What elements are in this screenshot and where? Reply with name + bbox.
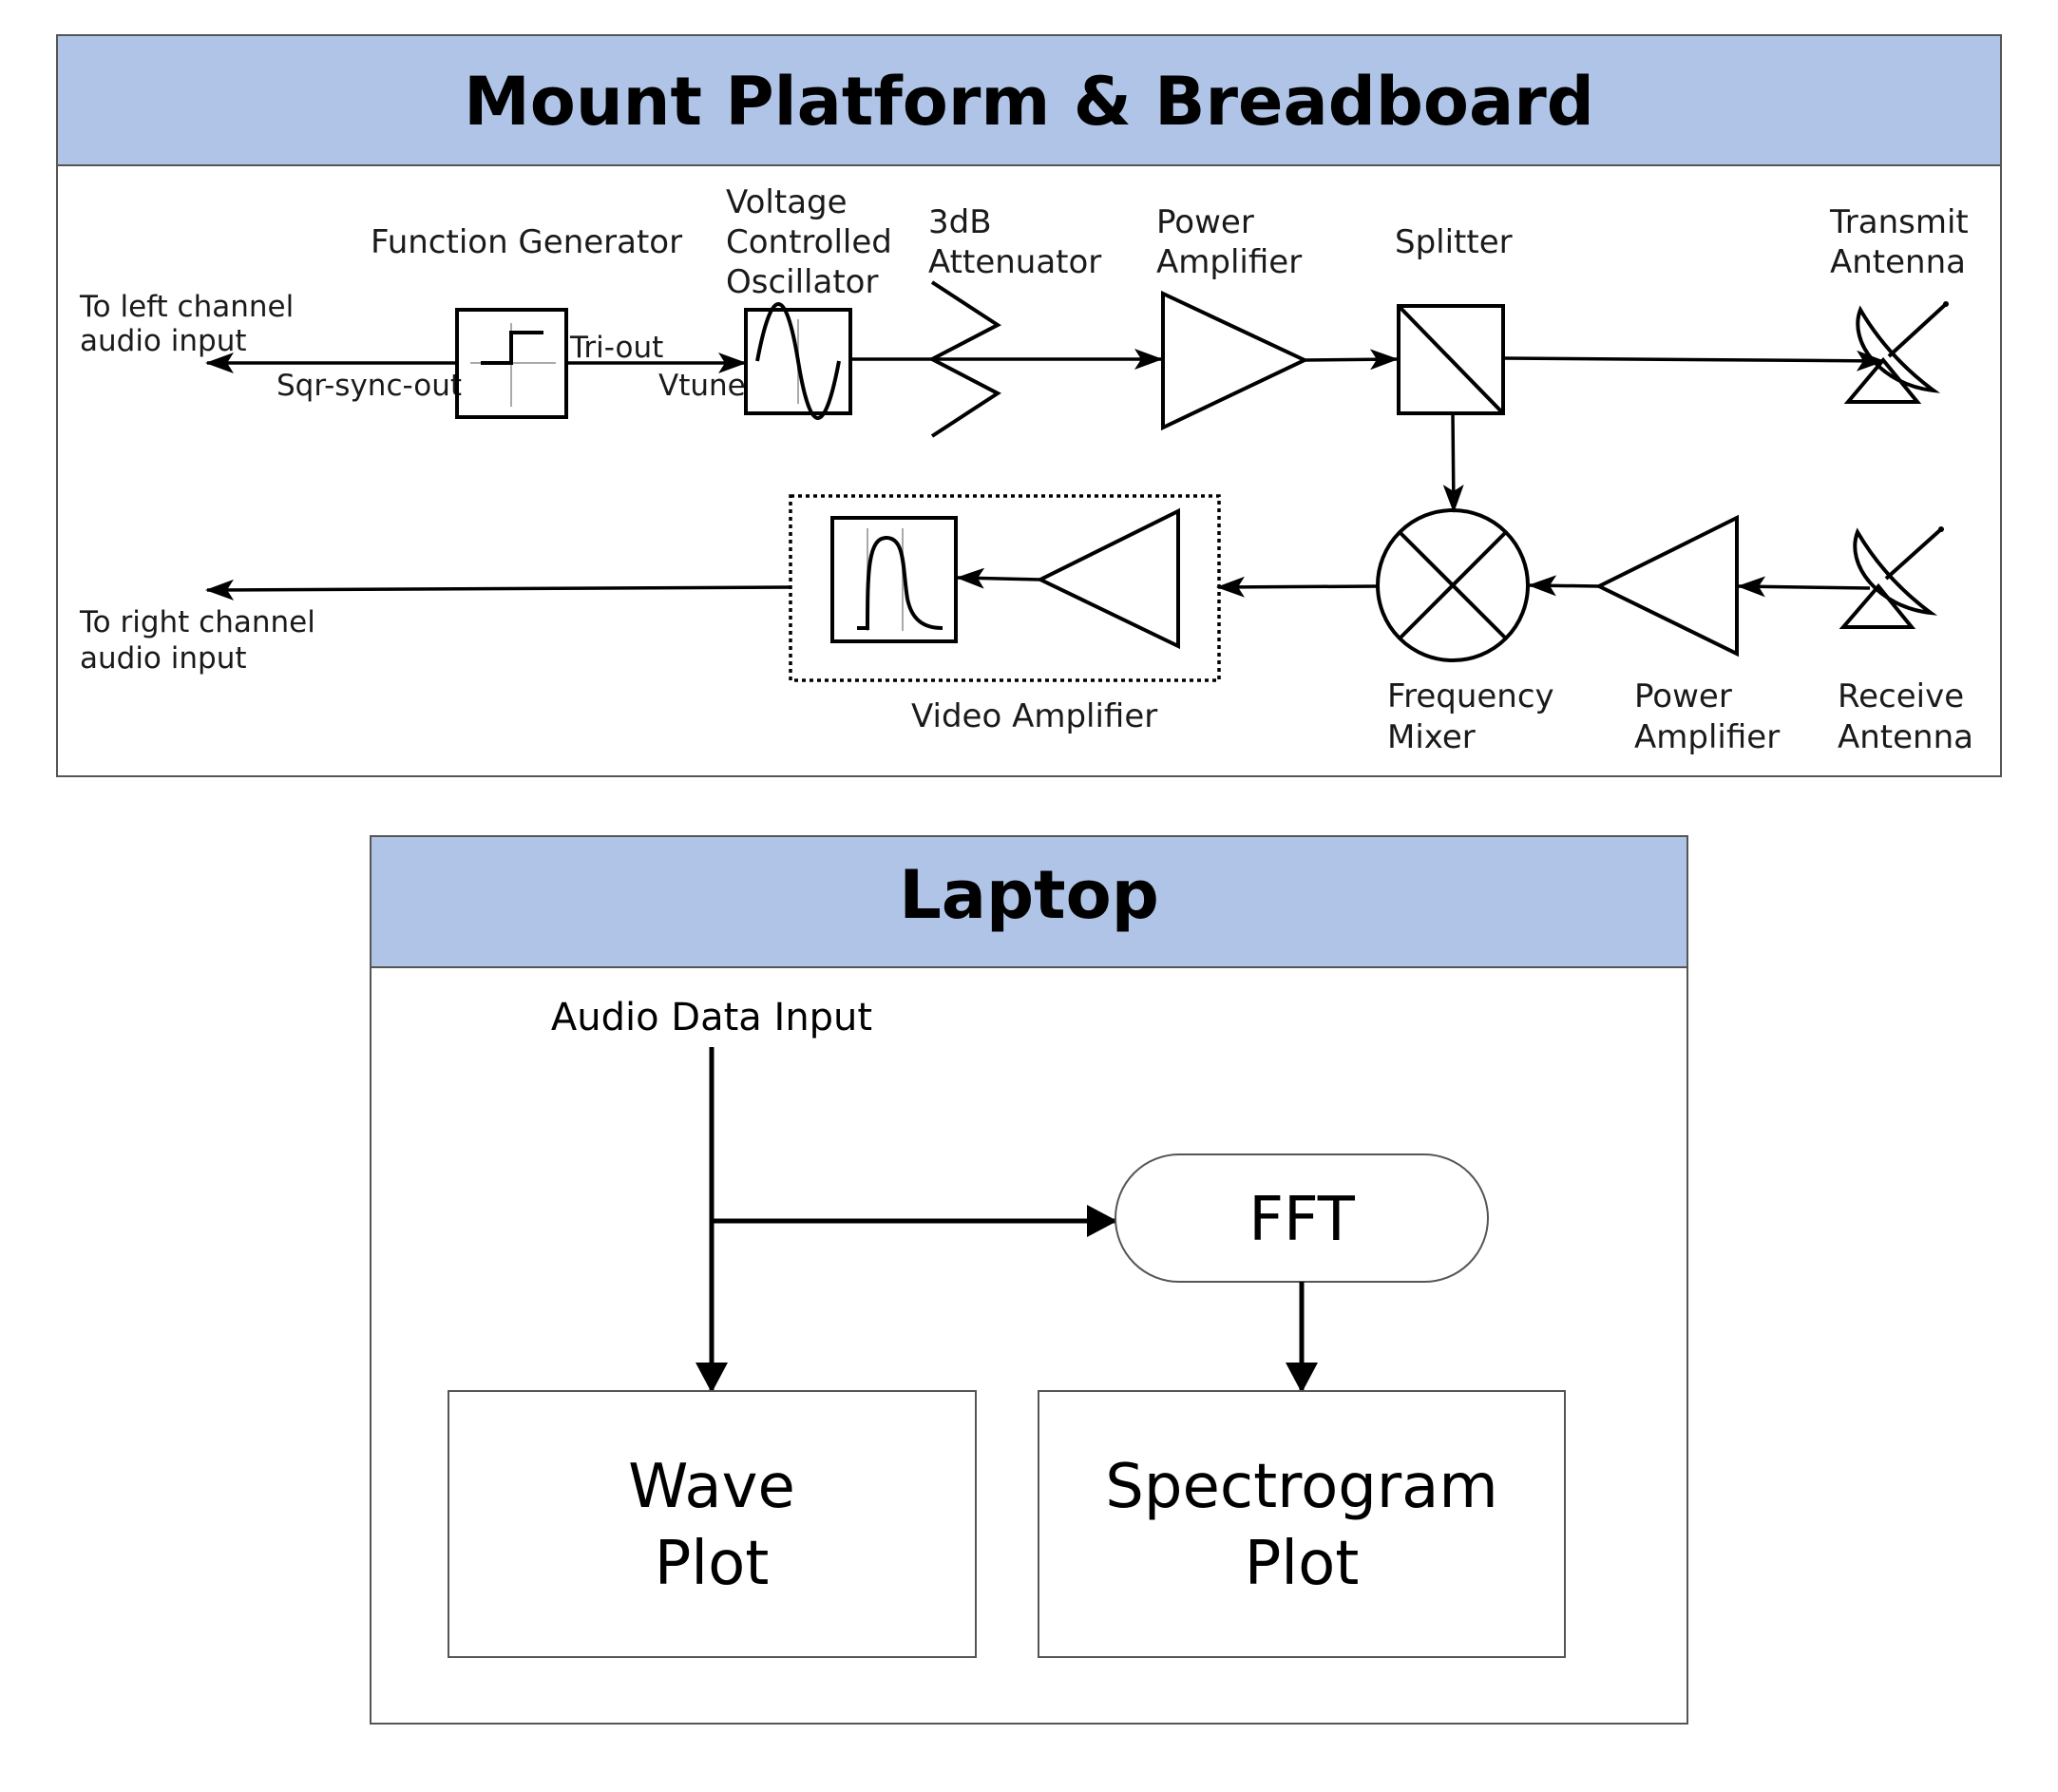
video-amp-label: Video Amplifier <box>911 697 1157 735</box>
laptop-panel-header <box>370 835 1688 968</box>
splitter-to-mixer-arrow <box>1442 412 1464 513</box>
function-generator-label: Function Generator <box>371 223 682 261</box>
spectrogram-plot-label-2: Plot <box>1245 1529 1360 1599</box>
attenuator-symbol <box>927 280 1001 438</box>
mount-panel-title: Mount Platform & Breadboard <box>464 63 1594 141</box>
transmit-antenna-icon <box>1843 301 1949 404</box>
mixer-label-2: Mixer <box>1387 718 1476 756</box>
rx-antenna-label-1: Receive <box>1838 677 1964 715</box>
frequency-mixer-symbol <box>1376 508 1530 662</box>
laptop-panel-title: Laptop <box>899 856 1159 934</box>
power-amp-tx-symbol <box>1161 290 1309 431</box>
rx-antenna-label-2: Antenna <box>1838 718 1973 756</box>
vco-label-1: Voltage <box>726 183 848 221</box>
right-channel-label-2: audio input <box>80 641 247 676</box>
vco-label-3: Oscillator <box>726 263 878 301</box>
fft-label: FFT <box>1248 1185 1356 1255</box>
laptop-panel: Laptop Audio Data Input FFT Wave Plot Sp… <box>370 835 1688 1725</box>
left-channel-label-1: To left channel <box>79 290 294 324</box>
spectrogram-plot-box <box>1038 1390 1566 1658</box>
rx-antenna-to-pa-arrow <box>1737 576 1871 598</box>
vco-symbol <box>744 302 852 420</box>
mixer-to-video-amp-arrow <box>1216 576 1379 598</box>
video-amp-triangle <box>1036 507 1180 650</box>
wave-plot-box <box>448 1390 977 1658</box>
mixer-label-1: Frequency <box>1387 677 1554 715</box>
power-amp-rx-symbol <box>1594 514 1739 658</box>
power-amp-tx-label-1: Power <box>1156 203 1254 241</box>
splitter-to-tx-antenna-arrow <box>1502 350 1885 372</box>
wave-plot-label-1: Wave <box>628 1452 795 1522</box>
left-channel-label-2: audio input <box>80 324 247 358</box>
mount-platform-panel: Mount Platform & Breadboard To left chan… <box>56 34 2002 777</box>
vtune-label: Vtune <box>658 369 746 403</box>
wave-plot-label-2: Plot <box>655 1529 770 1599</box>
tx-antenna-label-2: Antenna <box>1830 243 1966 281</box>
receive-antenna-icon <box>1839 526 1944 629</box>
mount-panel-header <box>56 34 2002 166</box>
attenuator-label-1: 3dB <box>928 203 992 241</box>
vco-label-2: Controlled <box>726 223 892 261</box>
pa-to-splitter-arrow <box>1304 349 1399 371</box>
low-pass-filter-symbol <box>830 516 958 643</box>
tx-antenna-label-1: Transmit <box>1829 203 1969 241</box>
video-amp-inner-arrow <box>956 567 1041 589</box>
right-channel-label-1: To right channel <box>79 605 315 639</box>
audio-input-label: Audio Data Input <box>551 996 872 1039</box>
sqr-sync-out-label: Sqr-sync-out <box>276 369 462 403</box>
tri-out-label: Tri-out <box>569 331 663 365</box>
spectrogram-plot-label-1: Spectrogram <box>1105 1452 1497 1522</box>
right-channel-arrow <box>205 579 791 601</box>
power-amp-rx-label-2: Amplifier <box>1634 718 1780 756</box>
pa-to-mixer-arrow <box>1528 575 1600 597</box>
power-amp-tx-label-2: Amplifier <box>1156 243 1302 281</box>
power-amp-rx-label-1: Power <box>1634 677 1732 715</box>
splitter-label: Splitter <box>1395 223 1513 261</box>
attenuator-label-2: Attenuator <box>928 243 1101 281</box>
